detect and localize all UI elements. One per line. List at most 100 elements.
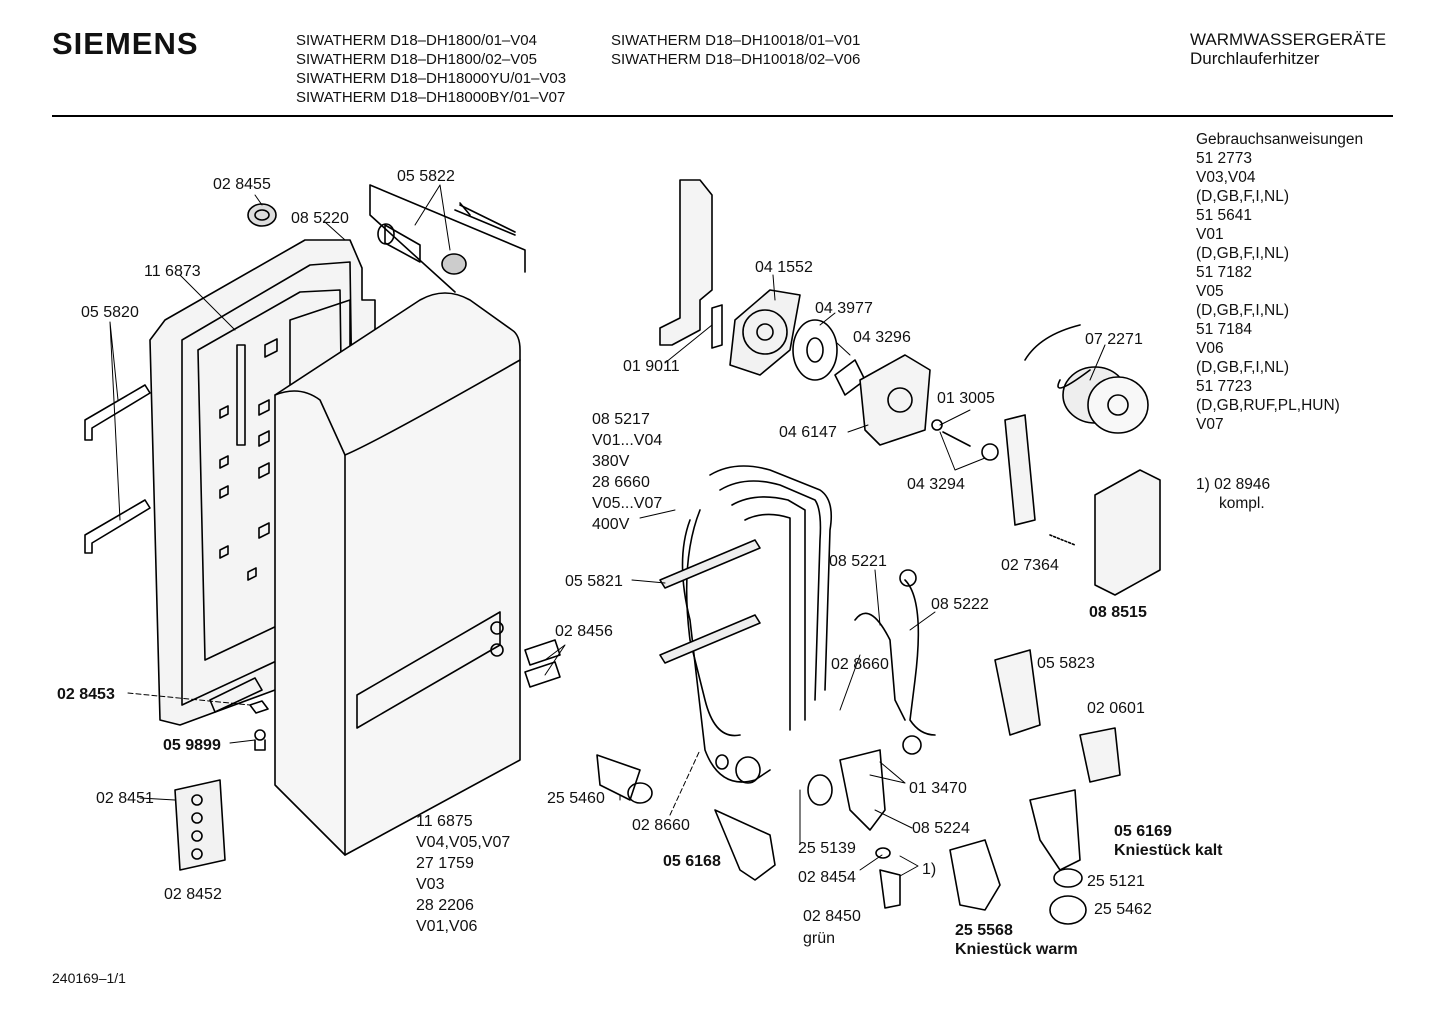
heating-element <box>659 465 833 783</box>
thermostat <box>1024 324 1149 434</box>
part-label: 02 8451 <box>96 790 154 807</box>
part-label: 02 7364 <box>1001 557 1059 574</box>
model-name: SIWATHERM D18–DH10018/01–V01 <box>611 32 861 49</box>
relay <box>1049 469 1161 596</box>
part-label: 25 5460 <box>547 790 605 807</box>
mounting-bracket <box>659 179 723 349</box>
voltage-label: 400V <box>592 516 630 533</box>
part-label: 04 3977 <box>815 300 873 317</box>
category-subtitle: Durchlauferhitzer <box>1190 49 1320 68</box>
part-label: 02 0601 <box>1087 700 1145 717</box>
part-label: 05 5821 <box>565 573 623 590</box>
footnote: 1) 02 8946 kompl. <box>1196 475 1270 513</box>
part-label: 05 6168 <box>663 853 721 870</box>
part-label: 11 6875 <box>416 813 473 830</box>
fitting-name: Kniestück warm <box>955 941 1078 958</box>
part-label: 02 8452 <box>164 886 222 903</box>
category-title: WARMWASSERGERÄTE <box>1190 30 1387 49</box>
siemens-logo: SIEMENS <box>52 26 199 61</box>
instructions-line: V07 <box>1196 416 1224 433</box>
header-rule <box>52 115 1393 117</box>
part-label: 08 5222 <box>931 596 989 613</box>
part-label: 04 3294 <box>907 476 965 493</box>
part-label: 25 5121 <box>1087 873 1145 890</box>
instructions-line: V06 <box>1196 340 1224 357</box>
part-label: 02 8660 <box>831 656 889 673</box>
small-parts <box>931 414 1036 526</box>
part-label: 28 6660 <box>592 474 650 491</box>
instructions-list: Gebrauchsanweisungen 51 2773 V03,V04 (D,… <box>1196 130 1363 434</box>
model-name: SIWATHERM D18–DH1800/02–V05 <box>296 51 537 68</box>
variant-label: V04,V05,V07 <box>416 834 511 851</box>
part-label: 05 5822 <box>397 168 455 185</box>
fuses <box>524 639 561 688</box>
variant-label: V01,V06 <box>416 918 478 935</box>
part-label: 02 8450 <box>803 908 861 925</box>
part-label: 04 1552 <box>755 259 813 276</box>
screw-set <box>247 184 526 293</box>
part-label: 02 8660 <box>632 817 690 834</box>
part-label: 02 8454 <box>798 869 856 886</box>
part-label: 11 6873 <box>144 263 201 280</box>
model-name: SIWATHERM D18–DH18000BY/01–V07 <box>296 89 566 106</box>
part-label: 05 5823 <box>1037 655 1095 672</box>
instructions-line: (D,GB,F,I,NL) <box>1196 302 1290 319</box>
instructions-line: (D,GB,F,I,NL) <box>1196 245 1290 262</box>
part-label: 02 8456 <box>555 623 613 640</box>
part-label: 02 8453 <box>57 686 115 703</box>
wall-rails <box>84 384 151 554</box>
instructions-line: V01 <box>1196 226 1224 243</box>
model-name: SIWATHERM D18–DH10018/02–V06 <box>611 51 861 68</box>
part-label: 07 2271 <box>1085 331 1143 348</box>
part-label: 01 3005 <box>937 390 995 407</box>
part-label: 04 6147 <box>779 424 837 441</box>
part-label: 01 3470 <box>909 780 967 797</box>
part-label: 08 5217 <box>592 411 650 428</box>
flow-switch-housing <box>729 289 931 446</box>
model-name: SIWATHERM D18–DH1800/01–V04 <box>296 32 537 49</box>
terminal-block <box>174 779 226 871</box>
pressure-tubes <box>854 569 936 755</box>
instructions-line: 51 7184 <box>1196 321 1253 338</box>
part-label: 25 5139 <box>798 840 856 857</box>
instructions-line: 51 5641 <box>1196 207 1253 224</box>
part-label: 04 3296 <box>853 329 911 346</box>
part-label: 08 5221 <box>829 553 887 570</box>
part-label: 25 5568 <box>955 922 1013 939</box>
instructions-title: Gebrauchsanweisungen <box>1196 131 1364 148</box>
fitting-name: Kniestück kalt <box>1114 842 1223 859</box>
leader-lines <box>109 184 1106 877</box>
part-label: 05 9899 <box>163 737 221 754</box>
instructions-line: V03,V04 <box>1196 169 1256 186</box>
instructions-line: 51 7182 <box>1196 264 1253 281</box>
instructions-line: (D,GB,F,I,NL) <box>1196 359 1290 376</box>
model-list-1: SIWATHERM D18–DH1800/01–V04 SIWATHERM D1… <box>296 31 566 107</box>
instructions-line: 51 7723 <box>1196 378 1253 395</box>
fixing-screw <box>249 700 269 751</box>
instructions-line: 51 2773 <box>1196 150 1253 167</box>
instructions-line: V05 <box>1196 283 1224 300</box>
part-label: 05 5820 <box>81 304 139 321</box>
part-label: 02 8455 <box>213 176 271 193</box>
part-label: 05 6169 <box>1114 823 1172 840</box>
category-block: WARMWASSERGERÄTE Durchlauferhitzer <box>1190 30 1386 68</box>
heater-label-block: 08 5217 V01...V04 380V 28 6660 V05...V07… <box>592 409 662 535</box>
part-label: 25 5462 <box>1094 901 1152 918</box>
model-name: SIWATHERM D18–DH18000YU/01–V03 <box>296 70 567 87</box>
switch-parts <box>994 649 1121 783</box>
footnote-marker: 1) <box>922 861 937 878</box>
variant-label: V03 <box>416 876 445 893</box>
part-label: 08 5224 <box>912 820 970 837</box>
voltage-label: 380V <box>592 453 630 470</box>
variant-label: V01...V04 <box>592 432 663 449</box>
instructions-line: (D,GB,RUF,PL,HUN) <box>1196 397 1340 414</box>
document-number: 240169–1/1 <box>52 970 126 986</box>
part-label: 08 5220 <box>291 210 349 227</box>
model-list-2: SIWATHERM D18–DH10018/01–V01 SIWATHERM D… <box>611 31 860 69</box>
cover-label-block: 11 6875 V04,V05,V07 27 1759 V03 28 2206 … <box>416 811 510 937</box>
part-label: 01 9011 <box>623 358 680 375</box>
front-cover <box>274 292 521 856</box>
part-label: 08 8515 <box>1089 604 1147 621</box>
